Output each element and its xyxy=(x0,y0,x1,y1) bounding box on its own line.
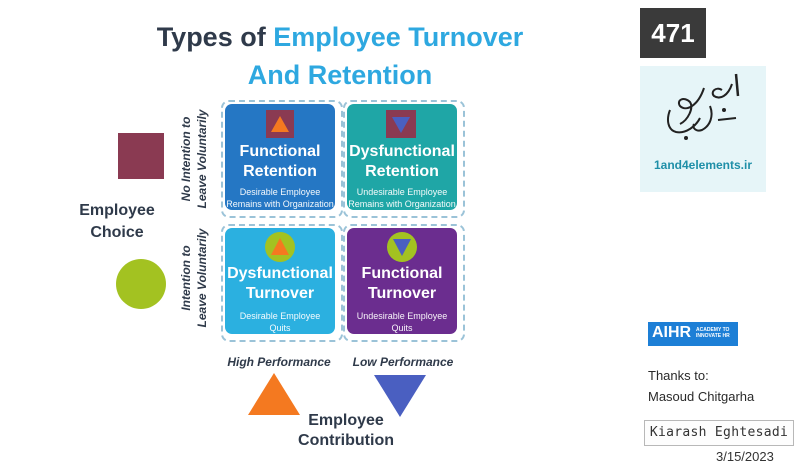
quadrant-title-line-1: Dysfunctional xyxy=(349,143,455,160)
quadrant-frame-bottom-left xyxy=(221,224,343,342)
quadrant-dysfunctional-retention: Dysfunctional Retention Undesirable Empl… xyxy=(347,104,457,210)
blue-triangle-in-square-icon xyxy=(386,110,416,138)
row-label-intention: Intention to Leave Voluntarily xyxy=(178,208,210,348)
quadrant-description: Desirable Employee Quits xyxy=(225,310,335,334)
quadrant-title-line-2: Turnover xyxy=(245,285,315,302)
quadrant-functional-turnover: Functional Turnover Undesirable Employee… xyxy=(347,228,457,334)
quadrant-functional-retention: Functional Retention Desirable Employee … xyxy=(225,104,335,210)
quadrant-title-line-2: Turnover xyxy=(367,285,437,302)
quadrant-desc-line-1: Undesirable Employee xyxy=(356,311,448,321)
employee-choice-line-2: Choice xyxy=(90,224,144,241)
quadrant-title-line-2: Retention xyxy=(243,163,317,180)
col-label-high-performance: High Performance xyxy=(227,355,331,369)
maroon-square-icon xyxy=(118,133,164,179)
quadrant-title-line-1: Functional xyxy=(239,143,321,160)
aihr-logo: AIHR ACADEMY TO INNOVATE HR xyxy=(648,322,738,346)
quadrant-desc-line-1: Undesirable Employee xyxy=(356,187,448,197)
number-badge: 471 xyxy=(640,8,706,58)
lime-circle-icon xyxy=(116,259,166,309)
orange-triangle-in-square-icon xyxy=(266,110,294,138)
title-prefix: Types of xyxy=(156,22,274,52)
aihr-sub-line-2: INNOVATE HR xyxy=(696,333,730,339)
quadrant-title: Dysfunctional Retention xyxy=(347,142,457,182)
employee-choice-label: Employee Choice xyxy=(62,200,172,244)
blue-triangle-down-icon xyxy=(374,375,426,417)
quadrant-frame-top-right xyxy=(343,100,465,218)
aihr-logo-main: AIHR xyxy=(652,324,692,341)
orange-triangle-in-circle-icon xyxy=(265,232,295,262)
blue-triangle-in-circle-icon xyxy=(387,232,417,262)
employee-contribution-line-2: Contribution xyxy=(298,432,394,449)
row-bottom-line-2: Leave Voluntarily xyxy=(195,228,209,328)
quadrant-frame-bottom-right xyxy=(343,224,465,342)
quadrant-title-line-1: Dysfunctional xyxy=(227,265,333,282)
quadrant-description: Undesirable Employee Quits xyxy=(347,310,457,334)
author-name: Kiarash Eghtesadi xyxy=(644,420,794,446)
title-highlight: Employee Turnover xyxy=(273,22,524,52)
quadrant-desc-line-2: Remains with Organization xyxy=(226,199,334,209)
employee-choice-line-1: Employee xyxy=(79,202,155,219)
col-label-low-performance: Low Performance xyxy=(352,355,454,369)
quadrant-title: Functional Turnover xyxy=(347,264,457,304)
thanks-label: Thanks to: xyxy=(648,368,709,383)
quadrant-title: Dysfunctional Turnover xyxy=(225,264,335,304)
quadrant-title-line-1: Functional xyxy=(361,265,443,282)
date-label: 3/15/2023 xyxy=(716,449,774,464)
site-url: 1and4elements.ir xyxy=(653,158,753,172)
employee-contribution-label: Employee Contribution xyxy=(286,411,406,451)
aihr-logo-sub: ACADEMY TO INNOVATE HR xyxy=(696,327,730,339)
quadrant-desc-line-1: Desirable Employee xyxy=(239,187,321,197)
quadrant-desc-line-1: Desirable Employee xyxy=(239,311,321,321)
employee-contribution-line-1: Employee xyxy=(308,412,384,429)
quadrant-frame-top-left xyxy=(221,100,343,218)
quadrant-dysfunctional-turnover: Dysfunctional Turnover Desirable Employe… xyxy=(225,228,335,334)
orange-triangle-icon xyxy=(248,373,300,415)
quadrant-title-line-2: Retention xyxy=(365,163,439,180)
quadrant-description: Undesirable Employee Remains with Organi… xyxy=(347,186,457,210)
thanks-name: Masoud Chitgarha xyxy=(648,389,755,404)
calligraphy-logo xyxy=(640,66,766,192)
quadrant-title: Functional Retention xyxy=(225,142,335,182)
quadrant-desc-line-2: Quits xyxy=(269,323,291,333)
calligraphy-logo-icon xyxy=(667,73,740,140)
row-bottom-line-1: Intention to xyxy=(179,245,193,311)
title-line-1: Types of Employee Turnover xyxy=(130,22,550,53)
quadrant-desc-line-2: Quits xyxy=(391,323,413,333)
quadrant-desc-line-2: Remains with Organization xyxy=(348,199,456,209)
quadrant-description: Desirable Employee Remains with Organiza… xyxy=(225,186,335,210)
aihr-sub-line-1: ACADEMY TO xyxy=(696,327,730,333)
title-line-2: And Retention xyxy=(247,60,433,90)
